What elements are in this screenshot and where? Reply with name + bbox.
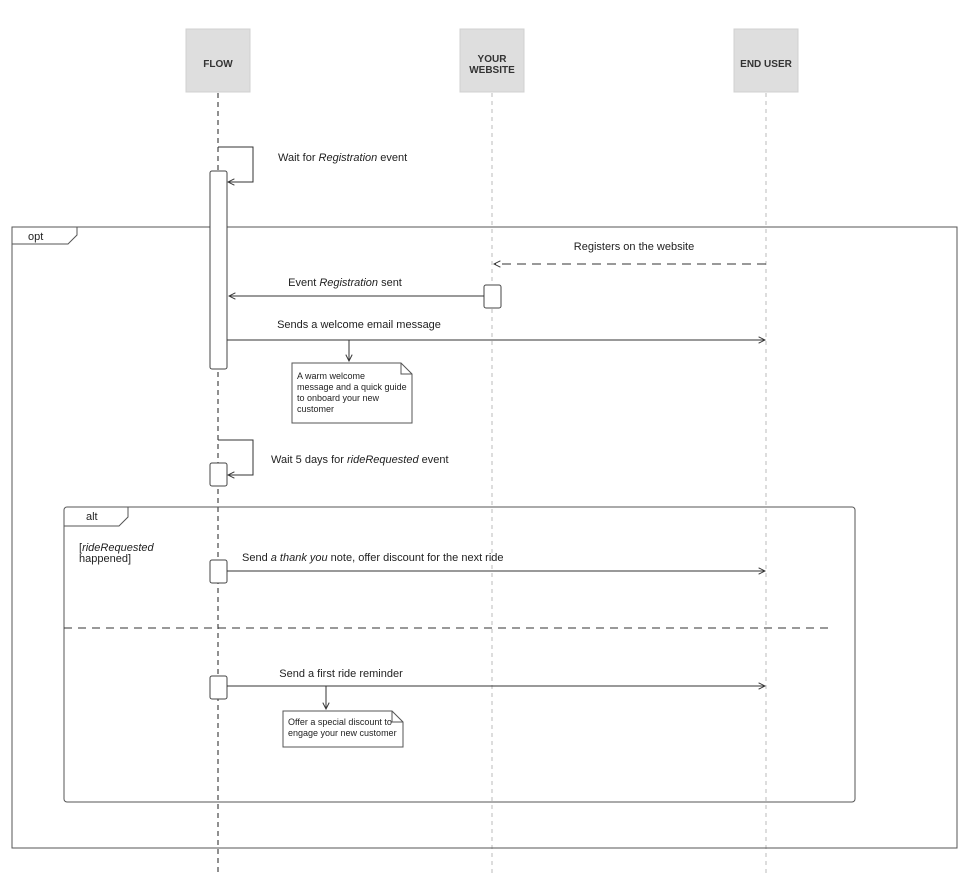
opt-frame: opt [11,226,958,849]
message-registers-label: Registers on the website [574,241,694,253]
opt-frame-label: opt [28,231,43,243]
participant-flow-label: FLOW [203,59,233,70]
activation-website-1 [483,284,502,309]
activation-flow-4 [209,675,228,700]
message-wait-registration-label: Wait for Registration event [278,152,407,164]
message-event-sent: Event Registration sent [229,277,484,296]
message-welcome: Sends a welcome email message [227,319,765,361]
message-thank-you: Send a thank you note, offer discount fo… [227,552,765,571]
activation-flow-2 [209,462,228,487]
participant-end-user[interactable]: END USER [733,28,799,93]
participant-website-label-line1: YOUR [478,54,508,65]
activation-flow-3 [209,559,228,584]
participant-end-user-label: END USER [740,59,792,70]
note-welcome: A warm welcome message and a quick guide… [291,362,413,424]
participant-flow[interactable]: FLOW [185,28,251,93]
note-discount-line1: Offer a special discount to [288,717,392,727]
message-thank-you-label: Send a thank you note, offer discount fo… [242,552,504,564]
message-reminder-label: Send a first ride reminder [279,668,403,680]
alt-guard-line1: [rideRequested [79,542,154,554]
note-welcome-line4: customer [297,404,334,414]
alt-guard-line2: happened] [79,553,131,565]
message-wait-ride: Wait 5 days for rideRequested event [218,439,449,475]
note-welcome-line2: message and a quick guide [297,382,407,392]
activation-flow-1 [209,170,228,370]
message-wait-registration: Wait for Registration event [218,146,407,182]
message-reminder: Send a first ride reminder [227,668,765,709]
message-event-sent-label: Event Registration sent [288,277,402,289]
alt-frame-label: alt [86,511,98,523]
note-discount: Offer a special discount to engage your … [282,710,404,748]
participant-website-label-line2: WEBSITE [469,65,515,76]
participant-website[interactable]: YOUR WEBSITE [459,28,525,93]
message-wait-ride-label: Wait 5 days for rideRequested event [271,454,449,466]
note-welcome-line3: to onboard your new [297,393,380,403]
note-welcome-line1: A warm welcome [297,371,365,381]
note-discount-line2: engage your new customer [288,728,397,738]
message-welcome-label: Sends a welcome email message [277,319,441,331]
alt-frame: alt [rideRequested happened] [63,506,856,803]
message-registers: Registers on the website [494,241,766,264]
